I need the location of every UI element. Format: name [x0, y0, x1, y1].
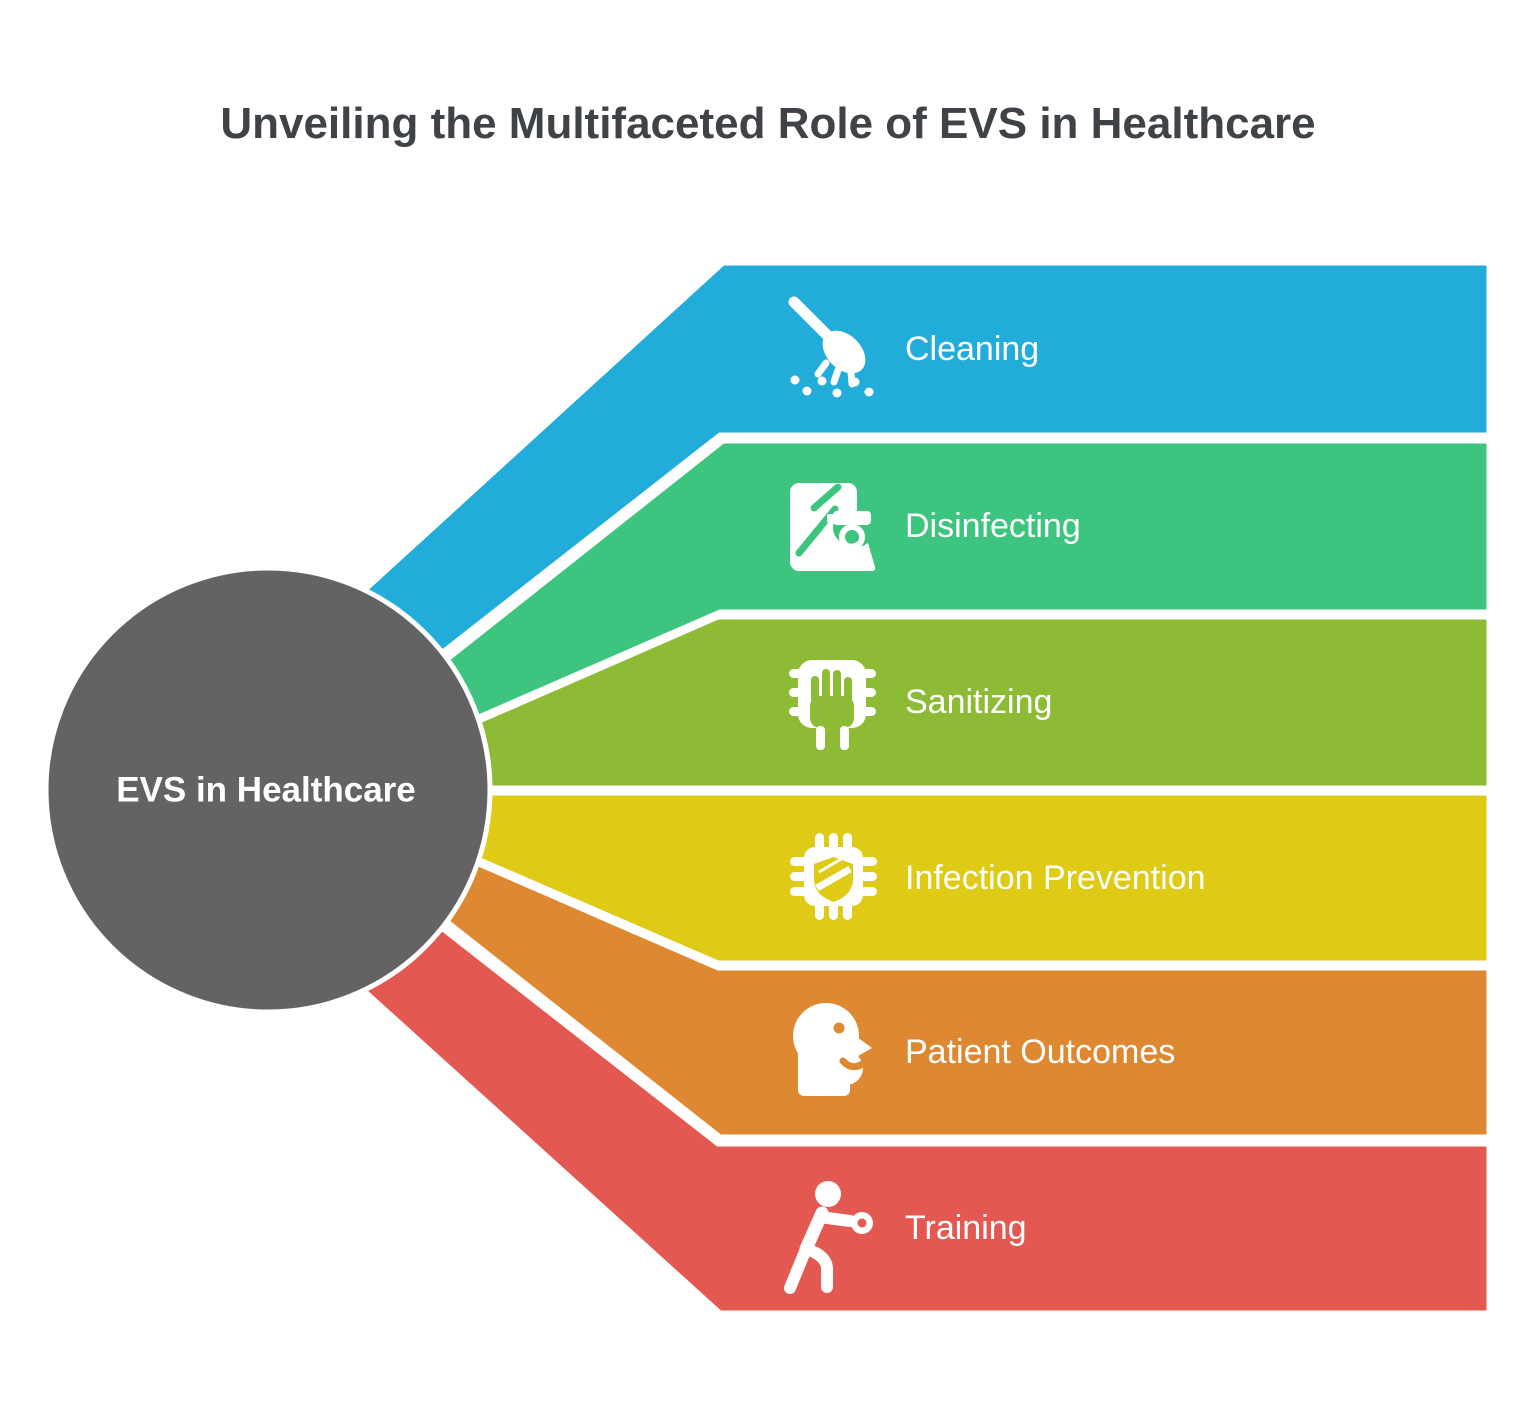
center-node: EVS in Healthcare	[43, 565, 493, 1015]
branch-label: Patient Outcomes	[905, 1033, 1175, 1071]
branch-label: Cleaning	[905, 330, 1039, 368]
center-circle	[43, 565, 493, 1015]
branch-label: Infection Prevention	[905, 859, 1206, 897]
window-spray-icon	[790, 483, 876, 571]
broom-icon	[788, 296, 874, 398]
center-label: EVS in Healthcare	[116, 771, 416, 810]
page-title: Unveiling the Multifaceted Role of EVS i…	[220, 99, 1315, 148]
patient-head-icon	[793, 1003, 872, 1096]
hand-sanitizer-icon	[789, 660, 876, 750]
exercise-figure-icon	[784, 1181, 873, 1294]
branch-label: Training	[905, 1209, 1027, 1247]
branch-patient-outcomes: Patient Outcomes	[357, 812, 1492, 1140]
branch-label: Disinfecting	[905, 507, 1081, 545]
branch-label: Sanitizing	[905, 683, 1052, 721]
shield-chip-icon	[790, 833, 877, 920]
